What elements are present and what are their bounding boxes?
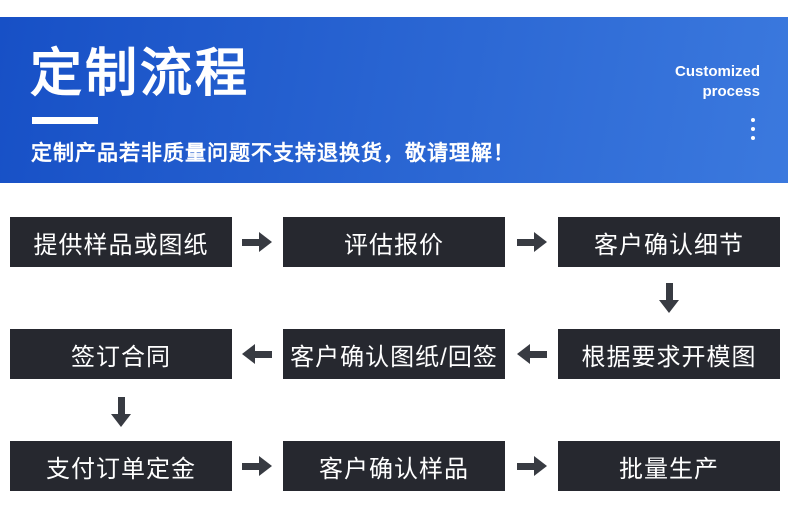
arrow-down-icon bbox=[111, 397, 131, 427]
flow-step-pay-deposit: 支付订单定金 bbox=[10, 441, 232, 491]
flow-step-confirm-details: 客户确认细节 bbox=[558, 217, 780, 267]
arrow-right-icon bbox=[517, 232, 547, 252]
flow-step-mass-production: 批量生产 bbox=[558, 441, 780, 491]
flow-step-provide-sample: 提供样品或图纸 bbox=[10, 217, 232, 267]
banner: 定制流程 定制产品若非质量问题不支持退换货，敬请理解！ Customized p… bbox=[0, 17, 788, 183]
banner-subtitle: 定制产品若非质量问题不支持退换货，敬请理解！ bbox=[31, 142, 515, 165]
caption-line2: process bbox=[702, 83, 760, 101]
page-title: 定制流程 bbox=[30, 45, 251, 103]
flow-step-sign-contract: 签订合同 bbox=[10, 329, 232, 379]
arrow-left-icon bbox=[517, 344, 547, 364]
arrow-right-icon bbox=[242, 232, 272, 252]
banner-caption-en: Customized process bbox=[675, 62, 760, 103]
flow-step-confirm-drawing: 客户确认图纸/回签 bbox=[283, 329, 505, 379]
arrow-right-icon bbox=[242, 456, 272, 476]
caption-line1: Customized bbox=[674, 63, 760, 80]
flow-step-confirm-sample: 客户确认样品 bbox=[283, 441, 505, 491]
flow-step-mold-drawing: 根据要求开模图 bbox=[558, 329, 780, 379]
arrow-right-icon bbox=[517, 456, 547, 476]
title-underline bbox=[32, 117, 98, 124]
arrow-down-icon bbox=[659, 283, 679, 313]
vertical-dots-icon bbox=[751, 118, 755, 145]
flow-step-quote: 评估报价 bbox=[283, 217, 505, 267]
arrow-left-icon bbox=[242, 344, 272, 364]
